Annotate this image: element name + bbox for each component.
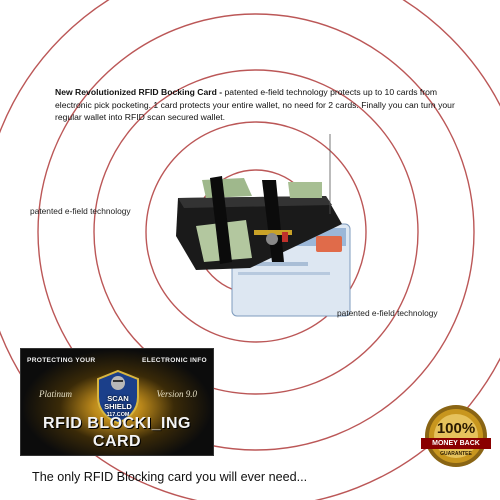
ring-3 <box>93 69 419 395</box>
wallet-illustration <box>176 176 351 317</box>
card-platinum: Platinum <box>39 389 72 399</box>
headline: New Revolutionized RFID Bocking Card - p… <box>55 86 455 124</box>
tagline: The only RFID Blocking card you will eve… <box>32 470 308 484</box>
card-top-left: PROTECTING YOUR <box>27 357 96 364</box>
card-title: RFID BLOCKI_ING CARD <box>43 415 191 450</box>
card-top-band: PROTECTING YOUR ELECTRONIC INFO <box>27 355 207 366</box>
knight-shield-icon <box>97 369 139 425</box>
brand-line1: SCAN <box>107 394 129 403</box>
money-back-badge: 100% MONEY BACK GUARANTEE <box>421 405 491 467</box>
callout-left: patented e-field technology <box>30 206 131 216</box>
callout-right: patented e-field technology <box>337 308 438 318</box>
headline-body: patented e-field technology protects up … <box>55 87 455 122</box>
ring-2 <box>145 121 367 343</box>
card-top-right: ELECTRONIC INFO <box>142 357 207 364</box>
card-brand: SCAN SHIELD 117.COM <box>94 395 142 419</box>
badge-percent: 100% <box>436 420 476 437</box>
product-card: PROTECTING YOUR ELECTRONIC INFO Platinum… <box>20 348 214 456</box>
card-version: Version 9.0 <box>156 389 198 399</box>
ring-4 <box>37 13 475 451</box>
headline-bold: New Revolutionized RFID Bocking Card - <box>55 87 223 97</box>
badge-guarantee: GUARANTEE <box>440 451 472 457</box>
brand-line2: SHIELD <box>104 402 132 411</box>
badge-ribbon: MONEY BACK <box>421 438 491 449</box>
brand-line3: 117.COM <box>106 412 130 418</box>
